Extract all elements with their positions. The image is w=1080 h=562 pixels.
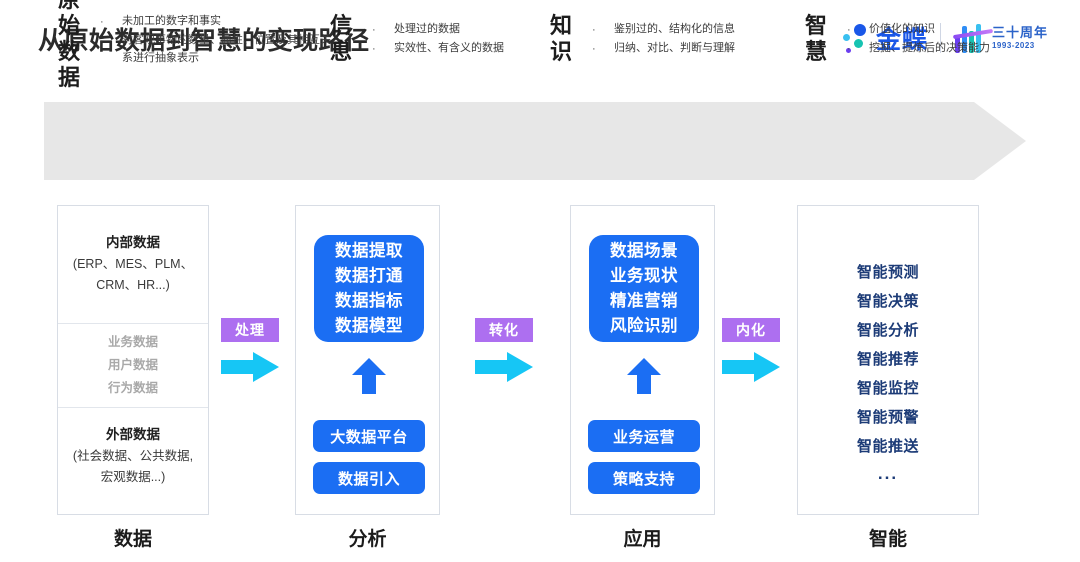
- stage-bullet: 实效性、有含义的数据: [394, 42, 504, 54]
- intelligence-ellipsis: ...: [877, 464, 899, 483]
- internal-data-title: 内部数据: [106, 235, 160, 250]
- section-divider: [58, 323, 208, 324]
- dikw-banner: [44, 102, 1026, 180]
- right-arrow-icon: [221, 352, 279, 382]
- banner-stage-information: 信 息 · 处理过的数据 · 实效性、有含义的数据: [330, 0, 504, 78]
- column-label-application: 应用: [623, 529, 662, 550]
- stage-bullet: 价值化的知识: [869, 23, 935, 35]
- column-application-card: 数据场景 业务现状 精准营销 风险识别 业务运营 策略支持: [570, 205, 715, 515]
- stage-bullet: 处理过的数据: [394, 23, 460, 35]
- bullet-dot: ·: [372, 43, 376, 55]
- column-data-card: 内部数据 (ERP、MES、PLM、 CRM、HR...) 业务数据 用户数据 …: [57, 205, 209, 515]
- brand-name: 金蝶: [875, 26, 928, 54]
- middle-data-item: 业务数据: [107, 335, 158, 349]
- external-data-section: 外部数据 (社会数据、公共数据, 宏观数据...): [58, 424, 208, 488]
- up-arrow-icon: [627, 358, 661, 394]
- column-analysis-card: 数据提取 数据打通 数据指标 数据模型 大数据平台 数据引入: [295, 205, 440, 515]
- bullet-dot: ·: [847, 43, 851, 55]
- intelligence-item: 智能分析: [856, 322, 919, 339]
- brand-divider: [939, 23, 941, 53]
- bullet-dot: ·: [372, 24, 376, 36]
- banner-stage-raw-data: 原始 数据 · 未加工的数字和事实 · 对客观事物的数量、属性、位置及其相互关系进行…: [58, 0, 332, 90]
- connector-label: 处理: [221, 318, 279, 342]
- page-title: 从原始数据到智慧的变现路径: [38, 27, 370, 55]
- column-label-analysis: 分析: [348, 529, 387, 550]
- analysis-capability-line: 数据打通: [335, 266, 403, 285]
- connector-transformation: 转化: [475, 318, 533, 389]
- bullet-dot: ·: [592, 43, 596, 55]
- anniversary-mark-icon: [952, 21, 994, 55]
- internal-data-section: 内部数据 (ERP、MES、PLM、 CRM、HR...): [58, 232, 208, 296]
- application-capability-line: 精准营销: [610, 291, 678, 310]
- stage-bullet: 归纳、对比、判断与理解: [614, 42, 735, 54]
- stage-bullet: 鉴别过的、结构化的信息: [614, 23, 735, 35]
- stage-bullet: 挖掘、提炼后的决策能力: [869, 42, 990, 54]
- column-intelligence-card: 智能预测 智能决策 智能分析 智能推荐 智能监控 智能预警 智能推送 ...: [797, 205, 979, 515]
- external-data-sub: (社会数据、公共数据, 宏观数据...): [72, 449, 194, 484]
- application-capability-line: 风险识别: [610, 316, 678, 335]
- intelligence-item: 智能推荐: [856, 351, 919, 368]
- internal-data-sub: (ERP、MES、PLM、 CRM、HR...): [72, 257, 194, 292]
- intelligence-item: 智能预测: [856, 264, 919, 281]
- application-capability-panel: 数据场景 业务现状 精准营销 风险识别: [589, 235, 699, 342]
- bullet-dot: ·: [100, 15, 104, 28]
- stage-bullet: 对客观事物的数量、属性、位置及其相互关系进行抽象表示: [122, 33, 331, 64]
- connector-label: 内化: [722, 318, 780, 342]
- right-arrow-icon: [475, 352, 533, 382]
- banner-stage-wisdom: 智 慧 · 价值化的知识 · 挖掘、提炼后的决策能力: [805, 0, 990, 78]
- kingdee-dots-icon: [838, 21, 872, 55]
- analysis-capability-panel: 数据提取 数据打通 数据指标 数据模型: [314, 235, 424, 342]
- anniversary-label: 三十周年: [991, 25, 1048, 40]
- intelligence-item: 智能监控: [856, 380, 919, 397]
- intelligence-item: 智能推送: [856, 438, 919, 455]
- analysis-ingest-pill[interactable]: 数据引入: [313, 462, 425, 494]
- application-capability-line: 业务现状: [610, 266, 678, 285]
- stage-bullet: 未加工的数字和事实: [122, 14, 221, 27]
- section-divider: [58, 407, 208, 408]
- stage-key: 信 息: [330, 13, 353, 64]
- connector-internalization: 内化: [722, 318, 780, 389]
- external-data-title: 外部数据: [106, 427, 160, 442]
- analysis-capability-line: 数据模型: [335, 316, 403, 335]
- stage-key: 原始 数据: [58, 0, 81, 90]
- column-label-intelligence: 智能: [868, 529, 907, 550]
- middle-data-section: 业务数据 用户数据 行为数据: [58, 331, 208, 400]
- banner-stage-knowledge: 知 识 · 鉴别过的、结构化的信息 · 归纳、对比、判断与理解: [550, 0, 735, 78]
- intelligence-item: 智能决策: [856, 293, 919, 310]
- stage-key: 智 慧: [805, 13, 828, 64]
- intelligence-item: 智能预警: [856, 409, 919, 426]
- connector-processing: 处理: [221, 318, 279, 389]
- bullet-dot: ·: [100, 34, 104, 47]
- bullet-dot: ·: [847, 24, 851, 36]
- bullet-dot: ·: [592, 24, 596, 36]
- anniversary-years: 1993-2023: [991, 41, 1035, 50]
- stage-key: 知 识: [550, 13, 573, 64]
- application-capability-line: 数据场景: [610, 241, 678, 260]
- up-arrow-icon: [352, 358, 386, 394]
- analysis-capability-line: 数据提取: [335, 241, 403, 260]
- column-label-data: 数据: [113, 529, 152, 550]
- connector-label: 转化: [475, 318, 533, 342]
- analysis-capability-line: 数据指标: [335, 291, 403, 310]
- middle-data-item: 行为数据: [107, 381, 158, 395]
- anniversary-badge: 三十周年 1993-2023: [952, 21, 1048, 55]
- analysis-platform-pill[interactable]: 大数据平台: [313, 420, 425, 452]
- application-strategy-pill[interactable]: 策略支持: [588, 462, 700, 494]
- right-arrow-icon: [722, 352, 780, 382]
- brand-logo: 金蝶 三十周年 1993-2023: [838, 18, 1048, 58]
- middle-data-item: 用户数据: [107, 358, 158, 372]
- application-operations-pill[interactable]: 业务运营: [588, 420, 700, 452]
